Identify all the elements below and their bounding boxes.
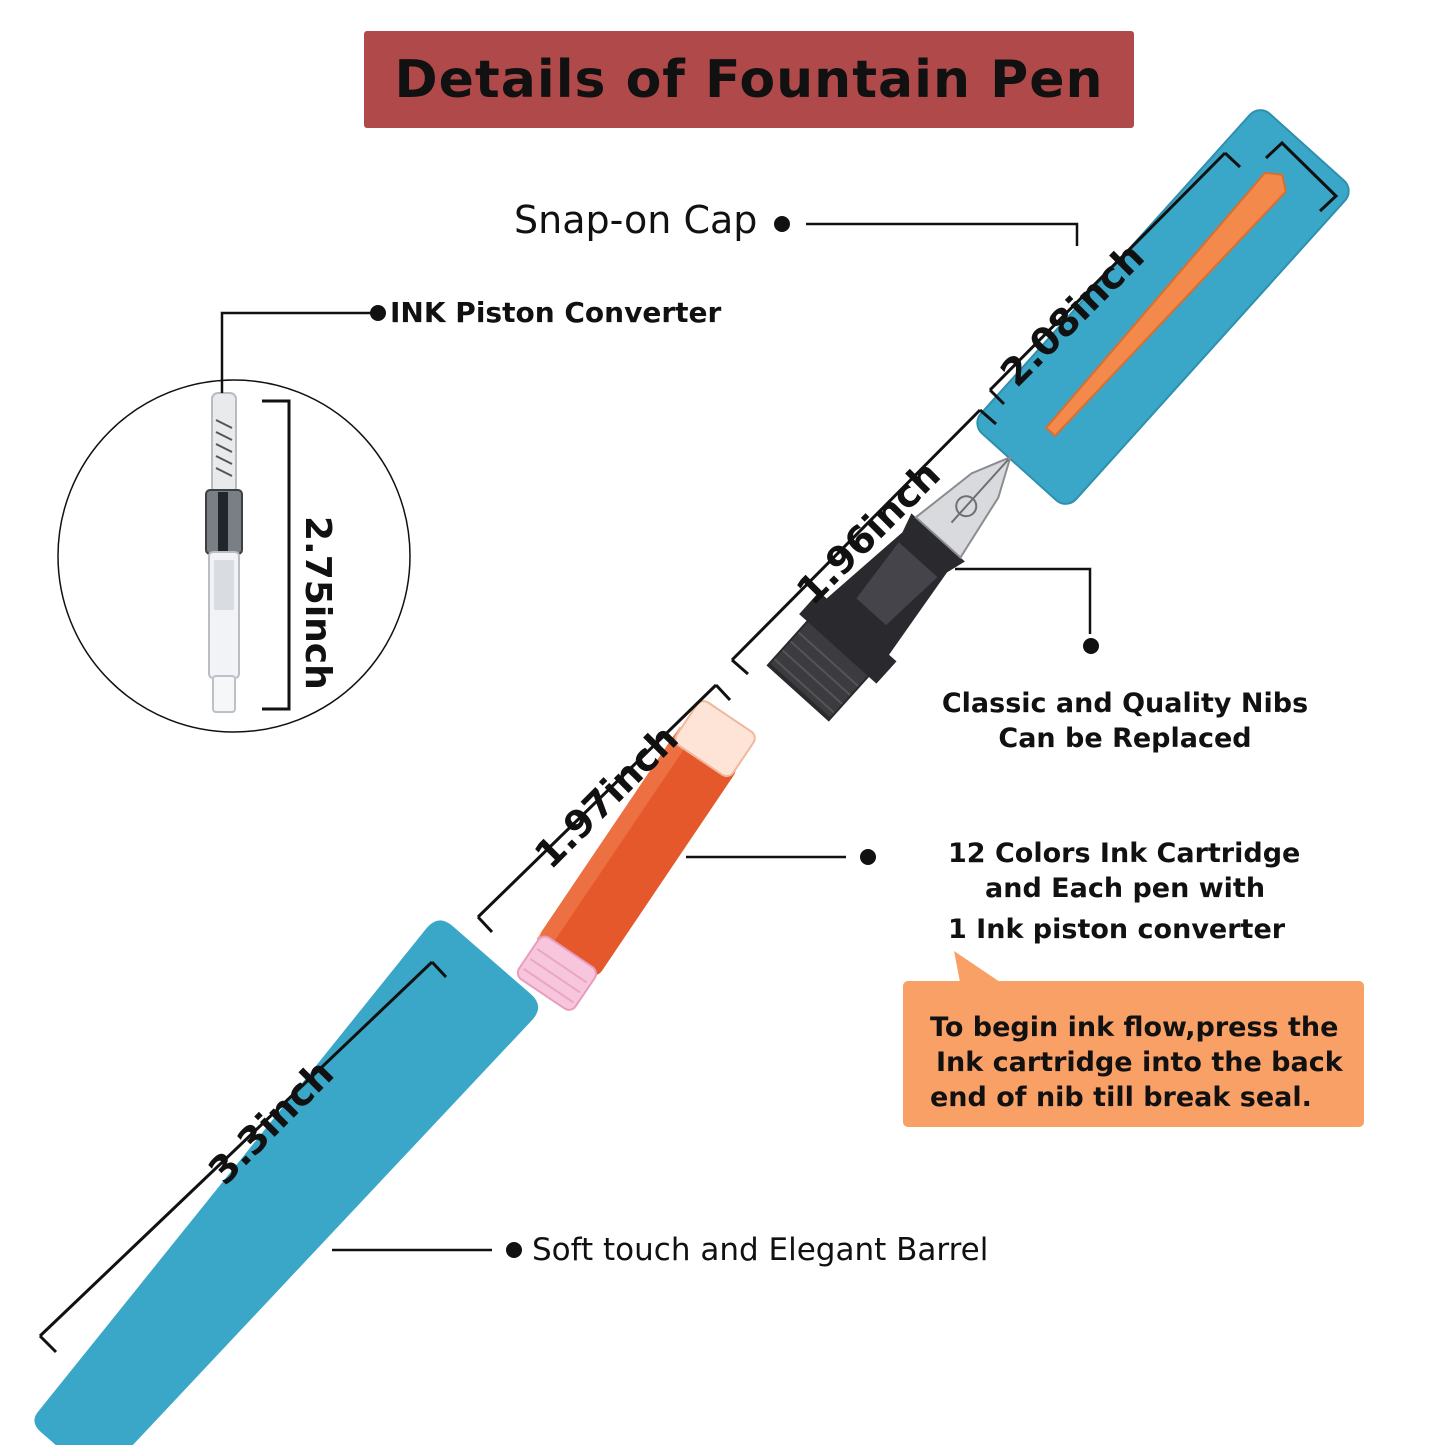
cartridge-label-dot [860, 849, 876, 865]
ink-flow-note-text: To begin ink flow,press the Ink cartridg… [930, 1012, 1343, 1113]
snap-on-cap-label: Snap-on Cap [514, 198, 758, 242]
ink-piston-converter-label: INK Piston Converter [390, 296, 722, 329]
nib-label-dot [1083, 638, 1099, 654]
cartridge-image [516, 700, 756, 1011]
converter-dimension-bracket [262, 399, 291, 711]
converter-dimension-label: 2.75inch [297, 516, 338, 690]
converter-label-dot [370, 305, 386, 321]
cartridge-label: 12 Colors Ink Cartridge and Each pen wit… [948, 838, 1301, 945]
note-pointer [954, 951, 1000, 982]
nib-image [766, 455, 1012, 722]
nibs-label: Classic and Quality Nibs Can be Replaced [941, 688, 1309, 754]
cap-image [976, 109, 1350, 505]
ink-flow-note-box [903, 981, 1364, 1127]
nib-leader-line [955, 567, 1092, 634]
cap-label-dot [774, 216, 790, 232]
barrel-label: Soft touch and Elegant Barrel [532, 1232, 989, 1268]
piston-converter-image [205, 392, 243, 713]
barrel-label-dot [506, 1242, 522, 1258]
title-banner: Details of Fountain Pen [364, 31, 1134, 128]
converter-leader-line [220, 311, 372, 393]
page-title: Details of Fountain Pen [394, 49, 1104, 110]
cap-leader-line [806, 222, 1079, 246]
barrel-image [34, 920, 539, 1445]
